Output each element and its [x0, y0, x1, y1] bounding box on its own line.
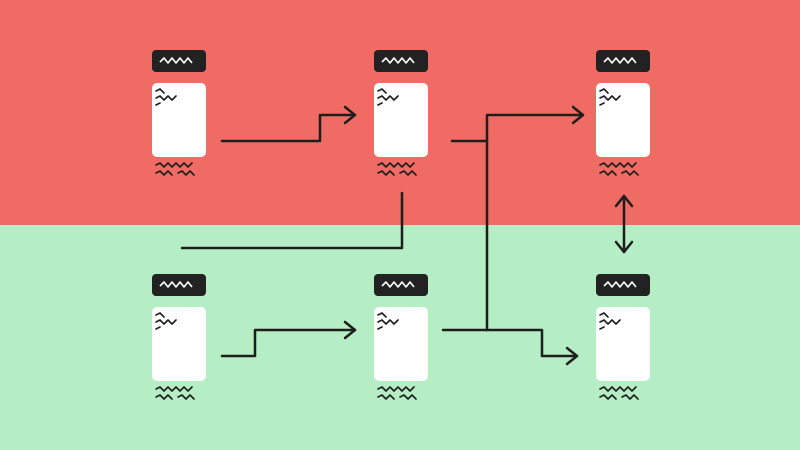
node-card: [596, 83, 650, 157]
header-scribble-icon: [603, 57, 637, 64]
caption-scribble-icon: [399, 394, 417, 400]
caption-scribble-icon: [599, 170, 617, 176]
node-caption: [152, 160, 206, 180]
connector-bottom-left-to-bottom-middle: [220, 328, 357, 358]
caption-scribble-icon: [177, 170, 195, 176]
node-card: [374, 83, 428, 157]
card-scribble-icon: [155, 95, 177, 101]
caption-scribble-icon: [377, 170, 395, 176]
card-scribble-icon: [377, 326, 383, 330]
node-caption: [596, 160, 650, 180]
node-header-tag: [152, 50, 206, 72]
node-caption: [596, 384, 650, 404]
caption-scribble-icon: [599, 386, 637, 392]
header-scribble-icon: [603, 281, 637, 288]
card-scribble-icon: [155, 88, 165, 94]
caption-scribble-icon: [621, 170, 639, 176]
node-caption: [374, 160, 428, 180]
caption-scribble-icon: [599, 162, 637, 168]
node-card: [374, 307, 428, 381]
card-scribble-icon: [599, 326, 605, 330]
card-scribble-icon: [377, 319, 399, 325]
connector-top-left-to-top-middle: [220, 113, 357, 143]
caption-scribble-icon: [377, 386, 415, 392]
caption-scribble-icon: [155, 170, 173, 176]
header-scribble-icon: [159, 57, 193, 64]
card-scribble-icon: [377, 95, 399, 101]
card-scribble-icon: [599, 102, 605, 106]
card-scribble-icon: [599, 312, 609, 318]
caption-scribble-icon: [599, 394, 617, 400]
node-header-tag: [596, 50, 650, 72]
caption-scribble-icon: [377, 394, 395, 400]
card-scribble-icon: [599, 95, 621, 101]
card-scribble-icon: [599, 88, 609, 94]
caption-scribble-icon: [621, 394, 639, 400]
node-header-tag: [374, 50, 428, 72]
card-scribble-icon: [155, 102, 161, 106]
caption-scribble-icon: [155, 394, 173, 400]
card-scribble-icon: [377, 88, 387, 94]
node-header-tag: [152, 274, 206, 296]
node-caption: [152, 384, 206, 404]
caption-scribble-icon: [177, 394, 195, 400]
node-card: [152, 83, 206, 157]
caption-scribble-icon: [155, 162, 193, 168]
card-scribble-icon: [377, 312, 387, 318]
header-scribble-icon: [381, 281, 415, 288]
connector-top-middle-to-bottom-right: [485, 139, 579, 358]
node-card: [596, 307, 650, 381]
connector-top-middle-drop: [180, 191, 404, 250]
node-card: [152, 307, 206, 381]
node-header-tag: [596, 274, 650, 296]
card-scribble-icon: [377, 102, 383, 106]
card-scribble-icon: [155, 326, 161, 330]
node-header-tag: [374, 274, 428, 296]
caption-scribble-icon: [155, 386, 193, 392]
header-scribble-icon: [381, 57, 415, 64]
caption-scribble-icon: [399, 170, 417, 176]
header-scribble-icon: [159, 281, 193, 288]
card-scribble-icon: [155, 312, 165, 318]
caption-scribble-icon: [377, 162, 415, 168]
card-scribble-icon: [155, 319, 177, 325]
node-caption: [374, 384, 428, 404]
card-scribble-icon: [599, 319, 621, 325]
connector-top-middle-to-top-right: [450, 113, 585, 143]
